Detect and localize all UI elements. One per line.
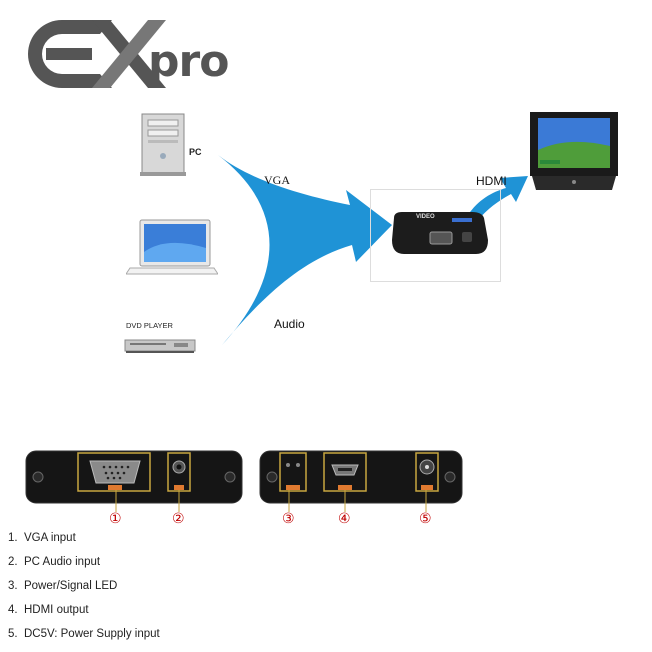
callout-5: ⑤ [419,511,432,527]
list-item: 2. PC Audio input [8,552,160,576]
output-side-panel [258,449,464,505]
list-item-number: 2. [8,556,18,568]
list-item-text: Power/Signal LED [23,580,118,592]
dvd-label: DVD PLAYER [126,321,173,330]
callout-4: ④ [338,511,351,527]
port-legend-list: 1. VGA input 2. PC Audio input 3. Power/… [8,528,160,648]
list-item-text: PC Audio input [23,556,101,568]
output-panel-illustration [259,450,463,504]
list-item-number: 5. [8,628,18,640]
list-item-number: 1. [8,532,18,544]
signal-flow-arrows [218,155,528,345]
callout-3: ③ [282,511,295,527]
list-item: 1. VGA input [8,528,160,552]
list-item-text: DC5V: Power Supply input [23,628,160,640]
pc-label: PC [189,147,202,157]
hdmi-monitor-device [528,110,620,194]
input-flow-arrow [218,155,392,345]
list-item: 4. HDMI output [8,600,160,624]
callout-2: ② [172,511,185,527]
list-item: 5. DC5V: Power Supply input [8,624,160,648]
dvd-player-icon [124,339,196,353]
brand-logo: pro [14,8,234,96]
hdmi-output-arrow [468,176,528,220]
converter-brand-text: VIDEO [416,214,435,220]
input-panel-illustration [25,450,243,504]
laptop-icon [125,219,219,275]
converter-box-icon [392,212,488,254]
laptop-device [125,218,219,278]
callout-leader-lines [115,490,427,512]
list-item-text: HDMI output [23,604,89,616]
dvd-player-device [124,338,196,354]
list-item: 3. Power/Signal LED [8,576,160,600]
hdmi-flow-label: HDMI [476,174,507,188]
converter-device: VIDEO [390,210,490,256]
callout-1: ① [109,511,122,527]
audio-flow-label: Audio [274,317,305,331]
list-item-number: 4. [8,604,18,616]
logo-suffix: pro [148,36,229,87]
pc-device [140,112,188,176]
logo-e-x-mark [28,20,166,88]
list-item-text: VGA input [23,532,76,544]
vga-flow-label: VGA [264,173,290,187]
input-side-panel [24,449,244,505]
converter-frame [370,189,501,282]
list-item-number: 3. [8,580,18,592]
monitor-icon [530,112,618,190]
pc-tower-icon [140,113,186,176]
